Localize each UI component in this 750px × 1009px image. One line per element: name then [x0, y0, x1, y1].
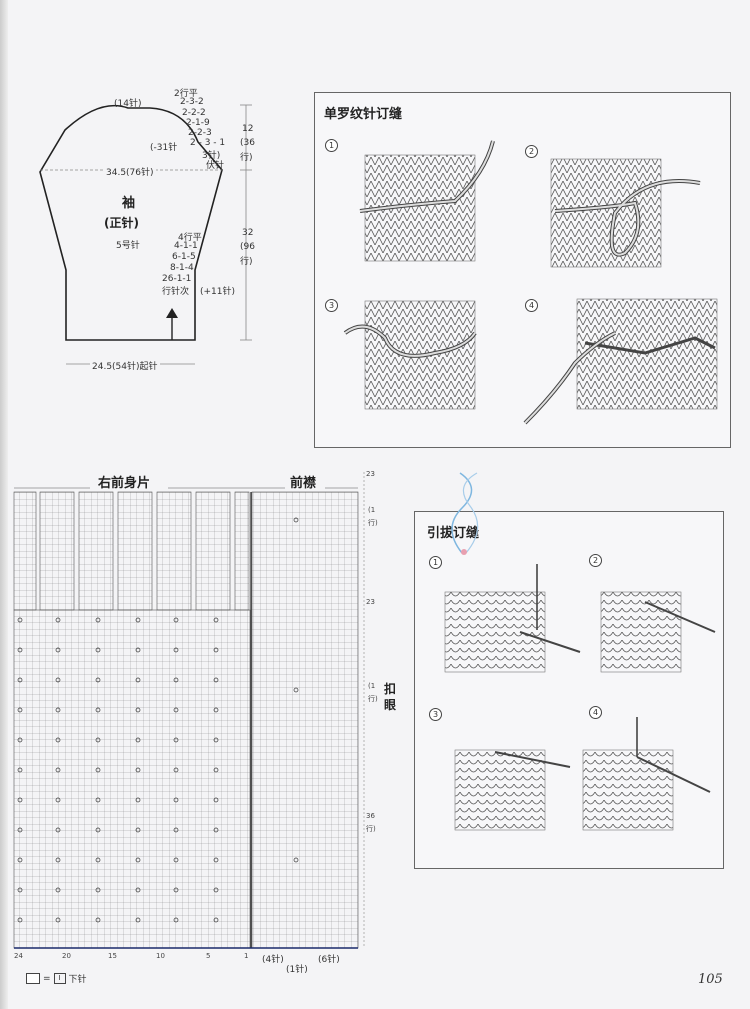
buttonhole-2: 眼 — [384, 698, 397, 712]
minus31: (-31针 — [150, 143, 178, 153]
slip-seam-panel: 引拔订缝 1 2 3 4 — [414, 511, 724, 869]
book-spine — [0, 0, 8, 1009]
sleeve-outline — [39, 104, 252, 365]
rl-7: 36 — [366, 812, 375, 820]
slip-step-3: 3 — [429, 708, 442, 721]
chart-title-right: 前襟 — [290, 476, 317, 491]
page-number: 105 — [698, 972, 723, 987]
chart-legend: = I 下针 — [26, 972, 87, 985]
inc-1: 4行平 — [178, 233, 202, 243]
rl-5: (1 — [368, 682, 376, 690]
inc-4: 8-1-4 — [170, 263, 194, 273]
right-front-chart: 右前身片 前襟 — [0, 460, 410, 1000]
rib-step-3: 3 — [325, 299, 338, 312]
knit-symbol-icon: I — [53, 973, 66, 984]
dec-4: 2-1-9 — [186, 118, 210, 128]
sleeve-width: 34.5(76针) — [104, 165, 156, 178]
sleeve-cast-on: 24.5(54针)起针 — [90, 359, 160, 372]
bottom-4sts: (4针) — [262, 955, 284, 965]
body-h2: (96 — [240, 242, 255, 252]
dec-6: 2 - 3 - 1 — [190, 138, 226, 148]
col-5: 5 — [206, 952, 211, 960]
decorative-swirl — [451, 472, 479, 555]
rib-seam-panel: 单罗纹针订缝 1 2 3 4 — [314, 92, 731, 448]
bottom-6sts: (6针) — [318, 955, 340, 965]
buttonhole-1: 扣 — [384, 682, 397, 696]
rl-1: 23 — [366, 470, 375, 478]
dec-5: 2-2-3 — [188, 128, 212, 138]
rib-step-2: 2 — [525, 145, 538, 158]
plus11: (+11针) — [200, 287, 236, 297]
rib-seam-title: 单罗纹针订缝 — [324, 107, 403, 122]
inc-3: 6-1-5 — [172, 252, 196, 262]
chart-title-left: 右前身片 — [98, 476, 151, 491]
rl-3: 行) — [368, 519, 378, 527]
rib-step-4: 4 — [525, 299, 538, 312]
body-h3: 行) — [240, 257, 253, 267]
slip-seam-illustrations — [444, 564, 716, 831]
needle-size: 5号针 — [116, 241, 140, 251]
col-20: 20 — [62, 952, 71, 960]
rl-2: (1 — [368, 506, 376, 514]
sleeve-top-sts: (14针) — [114, 99, 142, 109]
cap-h3: 行) — [240, 153, 253, 163]
sleeve-subtitle: (正针) — [104, 216, 139, 230]
dec-3: 2-2-2 — [182, 108, 206, 118]
rl-8: 行) — [366, 825, 376, 833]
inc-5: 26-1-1 — [162, 274, 192, 284]
rl-4: 23 — [366, 598, 375, 606]
cap-h2: (36 — [240, 138, 255, 148]
rl-6: 行) — [368, 695, 378, 703]
col-1: 1 — [244, 952, 249, 960]
dec-2: 2-3-2 — [180, 97, 204, 107]
sleeve-title: 袖 — [122, 196, 136, 211]
dec-1: 2行平 — [174, 89, 198, 99]
slip-step-1: 1 — [429, 556, 442, 569]
legend-text: 下针 — [68, 975, 87, 985]
inc-2: 4-1-1 — [174, 241, 198, 251]
slip-step-2: 2 — [589, 554, 602, 567]
legend-equals: = — [43, 973, 51, 984]
bottom-1st: (1针) — [286, 965, 308, 975]
rib-seam-illustrations — [343, 140, 718, 425]
col-24: 24 — [14, 952, 23, 960]
inc-6: 行针次 — [162, 287, 190, 297]
cap-h1: 12 — [242, 124, 254, 134]
empty-square-icon — [26, 973, 40, 984]
col-10: 10 — [156, 952, 165, 960]
slip-step-4: 4 — [589, 706, 602, 719]
sleeve-schematic: (14针) 2行平 2-3-2 2-2-2 2-1-9 2-2-3 2 - 3 … — [0, 0, 300, 380]
col-15: 15 — [108, 952, 117, 960]
chart-grid — [13, 472, 365, 949]
dec-8: 伏针 — [206, 161, 225, 171]
dec-7: 3针) — [202, 151, 221, 161]
body-h1: 32 — [242, 228, 254, 238]
rib-step-1: 1 — [325, 139, 338, 152]
